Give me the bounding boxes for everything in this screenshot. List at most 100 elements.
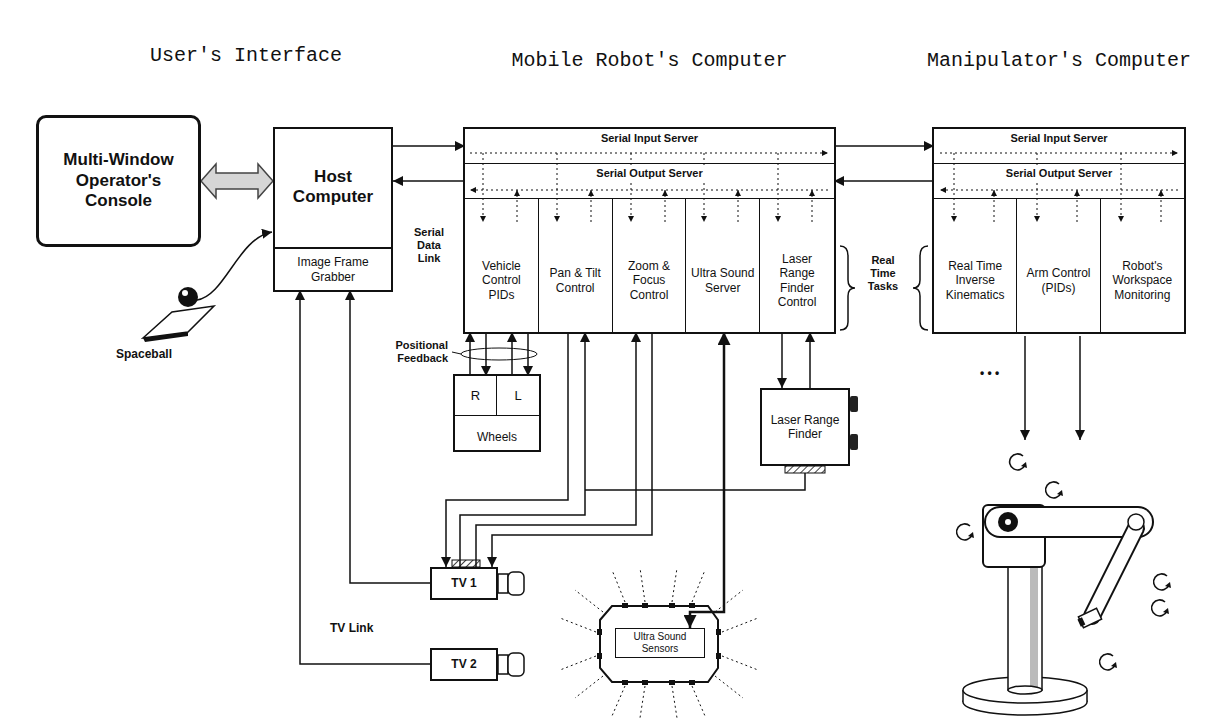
ultrasound-sensor (622, 603, 628, 608)
camera-body: TV 2 (430, 648, 498, 681)
dotted-flow (1077, 190, 1078, 222)
sound-ray (575, 676, 603, 698)
sensor-box: Ultra Sound Sensors (615, 628, 705, 658)
dotted-flow (738, 190, 739, 222)
wheels-box: Wheels R L (453, 374, 541, 452)
sound-ray (560, 618, 596, 632)
ultrasound-sensor (689, 680, 695, 685)
spaceball-highlight (182, 290, 188, 296)
ultrasound-sensor (669, 603, 675, 608)
rotation-symbol (1046, 482, 1063, 498)
device-label: Spaceball (104, 347, 184, 361)
spaceball-pad-edge (143, 332, 188, 342)
node-label: Zoom & Focus Control (616, 259, 683, 302)
ellipsis-mark: • • • (980, 366, 999, 380)
sound-ray (672, 686, 677, 718)
connector (485, 332, 487, 376)
wheel-box: L (497, 376, 539, 416)
link-label: TV Link (330, 621, 373, 635)
laser-lens (850, 396, 858, 412)
connector (446, 332, 568, 567)
spaceball-cable (197, 232, 272, 300)
camera-lens (508, 572, 524, 595)
arm-column-shade (1030, 567, 1038, 688)
block-arrow (201, 164, 273, 198)
task-box: Zoom & Focus Control (613, 199, 687, 332)
node-label: TV 1 (451, 576, 476, 590)
section-heading: Manipulator's Computer (894, 49, 1211, 73)
wheel-box: R (455, 376, 497, 416)
sound-ray (715, 590, 743, 612)
server-band: Serial Output Server (934, 164, 1184, 199)
ultrasound-sensor (689, 603, 695, 608)
task-box: Arm Control (PIDs) (1017, 199, 1100, 332)
connector (834, 180, 934, 182)
arm-column-foot (1008, 686, 1042, 694)
computer-box: Mobile Robot's ComputerSerial Input Serv… (463, 127, 836, 334)
server-band: Serial Output Server (465, 164, 834, 199)
connector (469, 332, 471, 376)
sound-ray (672, 568, 677, 602)
dotted-flow (940, 190, 1178, 191)
ultrasound-sensor (622, 680, 628, 685)
dotted-flow (665, 190, 666, 222)
node-label: TV 2 (451, 657, 476, 671)
task-box: Pan & Tilt Control (539, 199, 613, 332)
command-arrow (1079, 336, 1081, 440)
node-label: Host Computer (279, 167, 387, 208)
node-label: Multi-Window Operator's Console (45, 150, 192, 211)
laser-lens (850, 434, 858, 450)
mount-wire (585, 473, 805, 490)
task-box: Real Time Inverse Kinematics (934, 199, 1017, 332)
brace (840, 246, 855, 330)
sound-ray (575, 590, 603, 612)
dotted-flow (470, 190, 828, 191)
forearm (1092, 528, 1136, 616)
node-label: Laser Range Finder Control (763, 252, 831, 310)
leader-line (452, 352, 461, 354)
rotation-symbol (1152, 600, 1169, 616)
dotted-flow (470, 153, 828, 154)
brace (913, 246, 928, 330)
node-label: Real Time Inverse Kinematics (937, 259, 1013, 302)
camera-lens (508, 653, 524, 676)
ultrasound-sensor (716, 629, 721, 635)
sound-ray (612, 570, 625, 602)
wrist (1078, 608, 1101, 627)
sound-ray (715, 676, 743, 698)
connector (690, 332, 724, 628)
sound-ray (722, 618, 758, 632)
section-heading: User's Interface (150, 44, 342, 68)
upper-arm (1000, 508, 1138, 536)
task-box: Robot's Workspace Monitoring (1101, 199, 1184, 332)
mount-pad (785, 466, 825, 473)
shoulder-joint (998, 512, 1018, 532)
camera-lens-barrel (498, 655, 508, 674)
group-label: Real Time Tasks (862, 254, 904, 294)
tool-tip (1077, 617, 1085, 626)
node-label: Wheels (477, 430, 517, 444)
computer-box: Manipulator's ComputerSerial Input Serve… (932, 127, 1186, 334)
ultrasound-sensor (597, 629, 602, 635)
task-box: Laser Range Finder Control (760, 199, 834, 332)
grabber-box: Image Frame Grabber (275, 247, 391, 290)
camera-body: TV 1 (430, 567, 498, 600)
server-label: Serial Input Server (1007, 132, 1110, 145)
shoulder-joint (1005, 519, 1011, 525)
connector (527, 332, 529, 376)
node-label: Laser Range Finder (766, 413, 844, 442)
node-label: L (514, 388, 521, 404)
rotation-symbol (1010, 454, 1027, 470)
ultrasound-sensor (597, 653, 602, 659)
dotted-flow (812, 190, 813, 222)
connector (809, 332, 811, 388)
sound-ray (640, 686, 645, 718)
dotted-flow (517, 190, 518, 222)
connector (393, 180, 465, 182)
node-label: Ultra Sound Sensors (618, 631, 702, 655)
ultrasound-ring (560, 568, 758, 718)
node-label: R (471, 388, 480, 404)
rotation-symbol (957, 524, 974, 540)
sound-ray (722, 656, 758, 670)
